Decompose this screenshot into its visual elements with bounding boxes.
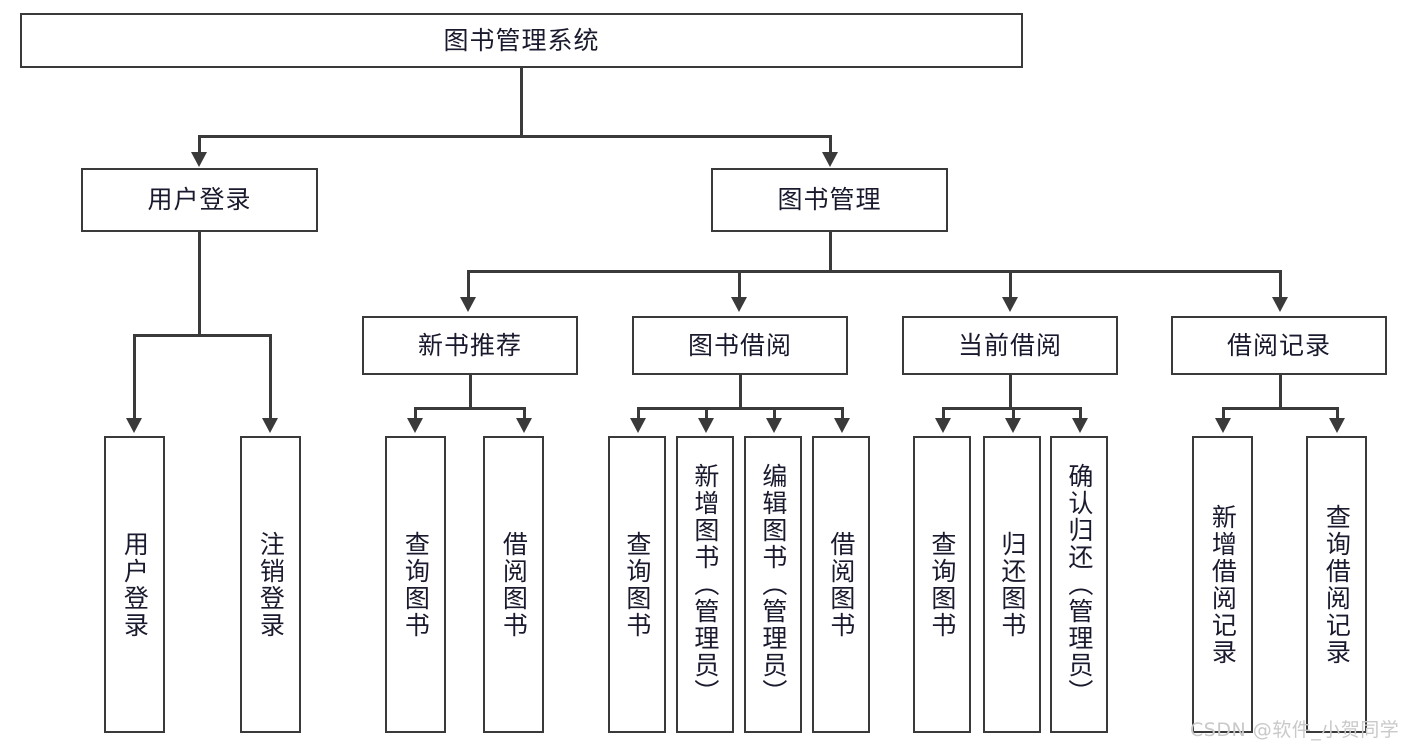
- edge-br-bar: [1222, 407, 1338, 410]
- node-leaf-br-add-record[interactable]: 新增借阅记录: [1192, 436, 1253, 733]
- node-label: 查询借阅记录: [1322, 503, 1352, 666]
- arrow-bb-leaf-1: [630, 418, 646, 433]
- edge-nbr-stem: [469, 375, 472, 407]
- edge-bm-drop-2: [738, 270, 741, 297]
- edge-root-to-user-login: [198, 135, 201, 153]
- arrow-nbr-leaf-1: [407, 418, 423, 433]
- edge-cb-bar: [942, 407, 1081, 410]
- node-current-borrow[interactable]: 当前借阅: [902, 316, 1118, 375]
- edge-root-to-book-management: [829, 135, 832, 153]
- node-label: 图书管理: [777, 185, 882, 215]
- edge-cb-stem: [1009, 375, 1012, 407]
- edge-user-login-drop-2: [269, 334, 272, 418]
- arrow-bb-leaf-2: [698, 418, 714, 433]
- node-leaf-logout[interactable]: 注销登录: [240, 436, 301, 733]
- arrow-root-to-book-management: [822, 152, 838, 167]
- arrow-nbr-leaf-2: [516, 418, 532, 433]
- node-leaf-cb-query-books[interactable]: 查询图书: [913, 436, 971, 733]
- node-book-borrow[interactable]: 图书借阅: [632, 316, 848, 375]
- arrow-cb-leaf-1: [935, 418, 951, 433]
- node-leaf-bb-add-book-admin[interactable]: 新增图书（管理员）: [676, 436, 734, 733]
- node-label: 用户登录: [120, 530, 150, 639]
- edge-cb-drop-1: [942, 407, 945, 418]
- node-label: 确认归还（管理员）: [1064, 463, 1094, 706]
- node-user-login[interactable]: 用户登录: [81, 168, 318, 232]
- arrow-bm-child-3: [1002, 297, 1018, 312]
- node-leaf-br-query-record[interactable]: 查询借阅记录: [1306, 436, 1367, 733]
- edge-book-management-stem: [829, 232, 832, 270]
- arrow-bb-leaf-3: [766, 418, 782, 433]
- node-label: 编辑图书（管理员）: [758, 463, 788, 706]
- node-leaf-nbr-query-books[interactable]: 查询图书: [385, 436, 446, 733]
- node-label: 归还图书: [997, 530, 1027, 639]
- edge-bb-bar: [637, 407, 842, 410]
- node-label: 查询图书: [622, 530, 652, 639]
- edge-bm-drop-4: [1279, 270, 1282, 297]
- edge-root-stem: [520, 68, 523, 135]
- edge-bb-drop-4: [841, 407, 844, 418]
- node-leaf-user-login[interactable]: 用户登录: [104, 436, 165, 733]
- node-label: 注销登录: [256, 530, 286, 639]
- node-label: 查询图书: [927, 530, 957, 639]
- node-leaf-cb-confirm-return-admin[interactable]: 确认归还（管理员）: [1050, 436, 1108, 733]
- node-label: 借阅记录: [1226, 330, 1331, 360]
- edge-bb-drop-2: [705, 407, 708, 418]
- edge-br-drop-1: [1222, 407, 1225, 418]
- node-root-book-management-system[interactable]: 图书管理系统: [20, 13, 1023, 68]
- edge-book-management-bar: [467, 270, 1279, 273]
- csdn-watermark: CSDN @软件_小贺同学: [1190, 719, 1400, 741]
- edge-br-drop-2: [1336, 407, 1339, 418]
- node-new-book-recommend[interactable]: 新书推荐: [362, 316, 578, 375]
- node-borrow-record[interactable]: 借阅记录: [1171, 316, 1387, 375]
- node-leaf-bb-edit-book-admin[interactable]: 编辑图书（管理员）: [744, 436, 802, 733]
- node-label: 新增图书（管理员）: [690, 463, 720, 706]
- node-label: 当前借阅: [957, 330, 1062, 360]
- edge-user-login-stem: [198, 232, 201, 334]
- node-leaf-bb-query-books[interactable]: 查询图书: [608, 436, 666, 733]
- edge-cb-drop-3: [1079, 407, 1082, 418]
- edge-br-stem: [1279, 375, 1282, 407]
- node-label: 用户登录: [147, 185, 252, 215]
- edge-nbr-drop-1: [414, 407, 417, 418]
- node-book-management[interactable]: 图书管理: [711, 168, 948, 232]
- node-label: 借阅图书: [826, 530, 856, 639]
- arrow-bm-child-1: [460, 297, 476, 312]
- node-leaf-bb-borrow-books[interactable]: 借阅图书: [812, 436, 870, 733]
- edge-nbr-bar: [414, 407, 525, 410]
- edge-user-login-bar: [133, 334, 271, 337]
- arrow-root-to-user-login: [191, 152, 207, 167]
- edge-nbr-drop-2: [523, 407, 526, 418]
- arrow-bm-child-2: [731, 297, 747, 312]
- node-leaf-nbr-borrow-books[interactable]: 借阅图书: [483, 436, 544, 733]
- node-leaf-cb-return-books[interactable]: 归还图书: [983, 436, 1041, 733]
- edge-bb-drop-3: [773, 407, 776, 418]
- node-label: 图书管理系统: [443, 25, 600, 55]
- arrow-bm-child-4: [1272, 297, 1288, 312]
- edge-user-login-drop-1: [133, 334, 136, 418]
- arrow-bb-leaf-4: [834, 418, 850, 433]
- node-label: 图书借阅: [687, 330, 792, 360]
- arrow-br-leaf-1: [1215, 418, 1231, 433]
- arrow-cb-leaf-2: [1005, 418, 1021, 433]
- edge-bm-drop-3: [1009, 270, 1012, 297]
- arrow-br-leaf-2: [1329, 418, 1345, 433]
- arrow-user-login-leaf-2: [262, 418, 278, 433]
- node-label: 新书推荐: [417, 330, 522, 360]
- edge-bb-drop-1: [637, 407, 640, 418]
- node-label: 查询图书: [401, 530, 431, 639]
- node-label: 借阅图书: [499, 530, 529, 639]
- edge-bm-drop-1: [467, 270, 470, 297]
- arrow-user-login-leaf-1: [126, 418, 142, 433]
- edge-root-bar: [198, 135, 831, 138]
- edge-cb-drop-2: [1012, 407, 1015, 418]
- node-label: 新增借阅记录: [1208, 503, 1238, 666]
- edge-bb-stem: [739, 375, 742, 407]
- arrow-cb-leaf-3: [1072, 418, 1088, 433]
